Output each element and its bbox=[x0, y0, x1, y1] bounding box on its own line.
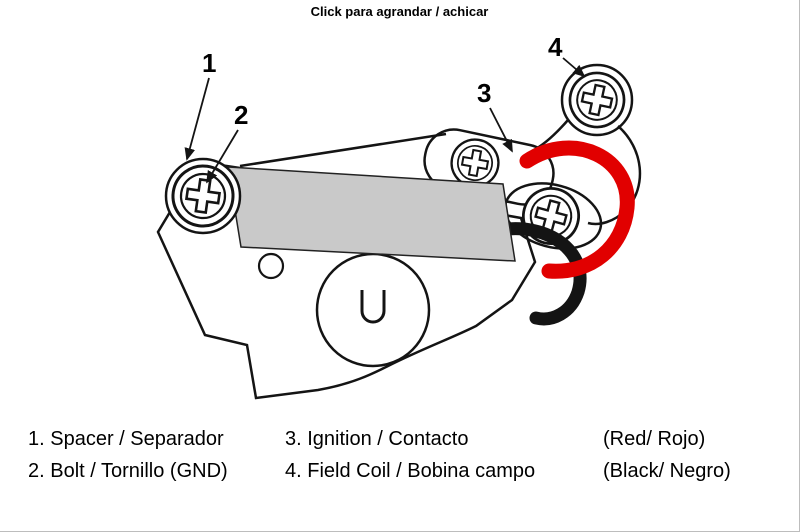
callout-label-2: 2 bbox=[234, 100, 248, 130]
field-coil-block bbox=[227, 166, 516, 262]
callout-label-4: 4 bbox=[548, 32, 563, 62]
black-wire bbox=[493, 222, 587, 326]
legend-item-1: 1. Spacer / Separador bbox=[28, 428, 224, 450]
spacer-screw bbox=[164, 157, 242, 235]
legend-note-black: (Black/ Negro) bbox=[603, 460, 731, 482]
legend: 1. Spacer / Separador 3. Ignition / Cont… bbox=[28, 424, 731, 486]
regulator-diagram[interactable]: 1 2 3 4 bbox=[0, 20, 799, 420]
small-hole bbox=[257, 252, 285, 280]
zoom-caption: Click para agrandar / achicar bbox=[310, 4, 489, 19]
legend-item-2: 2. Bolt / Tornillo (GND) bbox=[28, 460, 228, 482]
legend-note-red: (Red/ Rojo) bbox=[603, 428, 706, 450]
callout-label-3: 3 bbox=[477, 78, 491, 108]
legend-item-4: 4. Field Coil / Bobina campo bbox=[285, 460, 536, 482]
u-slot bbox=[360, 290, 386, 324]
callout-arrows bbox=[184, 57, 586, 184]
callout-label-1: 1 bbox=[202, 48, 216, 78]
callout-labels: 1 2 3 4 bbox=[202, 32, 563, 130]
field-coil-screw bbox=[563, 66, 631, 134]
diagram-svg: 1 2 3 4 bbox=[156, 32, 642, 400]
legend-item-3: 3. Ignition / Contacto bbox=[285, 428, 469, 450]
red-wire bbox=[519, 140, 635, 279]
